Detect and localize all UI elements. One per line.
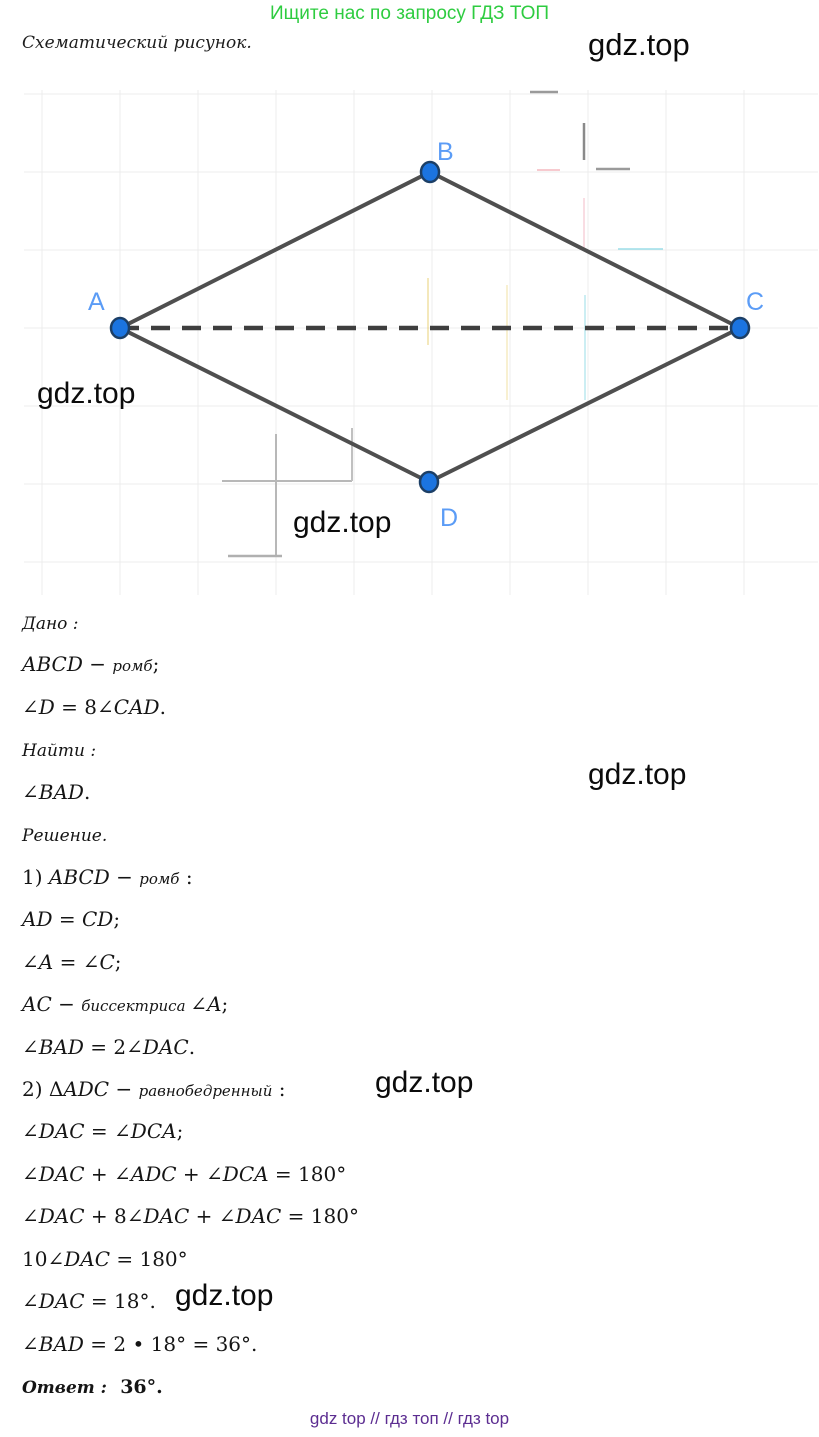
gdz-watermark: gdz.top	[588, 758, 687, 791]
figure-caption: Схематический рисунок.	[22, 33, 252, 53]
gdz-watermark: gdz.top	[175, 1279, 274, 1312]
vertex-dot-a	[109, 316, 131, 340]
solution-line: Ответ : 36°.	[22, 1376, 163, 1398]
solution-line: 2) ΔADC − равнобедренный :	[22, 1077, 286, 1101]
solution-line: ∠BAD = 2 • 18° = 36°.	[22, 1332, 258, 1356]
rhombus-edge-bc	[428, 170, 742, 330]
vertex-label-c: C	[746, 288, 764, 316]
vertex-label-a: A	[88, 288, 105, 316]
vertex-label-d: D	[440, 504, 458, 532]
footer-links: gdz top // гдз топ // гдз top	[309, 1409, 510, 1428]
vertex-dot-d	[418, 470, 440, 494]
rhombus-edge-da	[118, 326, 431, 484]
solution-line: AD = CD;	[22, 907, 121, 931]
solution-line: ∠BAD = 2∠DAC.	[22, 1035, 196, 1059]
gdz-watermark: gdz.top	[375, 1066, 474, 1099]
solution-line: AC − биссектриса ∠A;	[22, 992, 229, 1016]
rhombus-edge-cd	[427, 326, 742, 484]
gdz-watermark: gdz.top	[37, 377, 136, 410]
solution-line: ∠A = ∠C;	[22, 950, 122, 974]
vertex-label-b: B	[437, 138, 454, 166]
rhombus-diagram: A B C D	[24, 90, 818, 595]
gdz-watermark: gdz.top	[293, 506, 392, 539]
solution-line: 10∠DAC = 180°	[22, 1247, 188, 1271]
solution-line: ∠DAC + ∠ADC + ∠DCA = 180°	[22, 1162, 347, 1186]
solution-line: Решение.	[22, 826, 108, 846]
vertex-dot-c	[729, 316, 751, 340]
solution-line: ∠BAD.	[22, 780, 91, 804]
solution-line: ∠DAC + 8∠DAC + ∠DAC = 180°	[22, 1204, 359, 1228]
solution-line: Дано :	[22, 614, 79, 634]
solution-line: ∠D = 8∠CAD.	[22, 695, 166, 719]
grid	[24, 90, 818, 595]
solution-line: ABCD − ромб;	[22, 652, 160, 676]
solution-line: ∠DAC = 18°.	[22, 1289, 156, 1313]
rhombus-edge-ab	[118, 170, 432, 330]
promo-banner: Ищите нас по запросу ГДЗ ТОП	[269, 3, 550, 24]
solution-line: 1) ABCD − ромб :	[22, 865, 193, 889]
solution-line: Найти :	[22, 741, 97, 761]
vertex-dot-b	[419, 160, 441, 184]
solution-line: ∠DAC = ∠DCA;	[22, 1119, 184, 1143]
gdz-watermark: gdz.top	[588, 27, 690, 62]
